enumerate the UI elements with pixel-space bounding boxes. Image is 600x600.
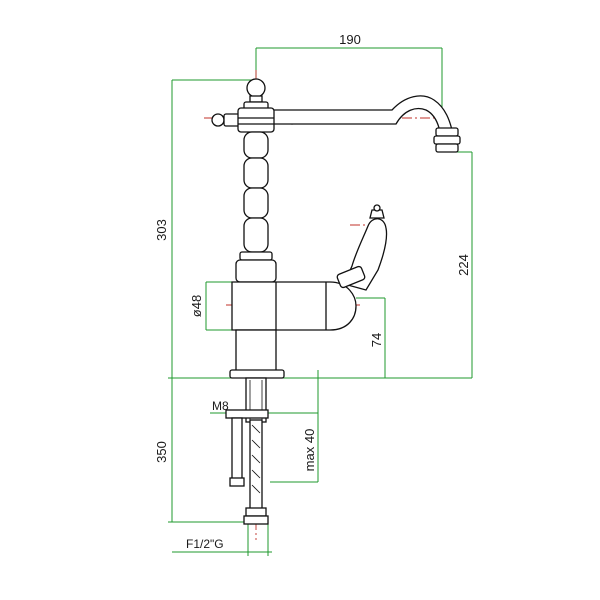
dim-max-thickness-label: max 40	[302, 429, 317, 472]
dim-thread-label: M8	[212, 399, 229, 413]
dimension-labels: 190 303 224 ø48 74 M8 max 40 350 F1/2"G	[154, 32, 471, 551]
dim-lever-height-label: 74	[369, 333, 384, 347]
dim-reach-label: 190	[339, 32, 361, 47]
dim-diameter-label: ø48	[189, 295, 204, 317]
dim-connection-label: F1/2"G	[186, 537, 224, 551]
dim-spout-height-label: 224	[456, 254, 471, 276]
faucet-body	[211, 78, 461, 525]
dim-total-height-label: 303	[154, 219, 169, 241]
dim-hose-length-label: 350	[154, 441, 169, 463]
